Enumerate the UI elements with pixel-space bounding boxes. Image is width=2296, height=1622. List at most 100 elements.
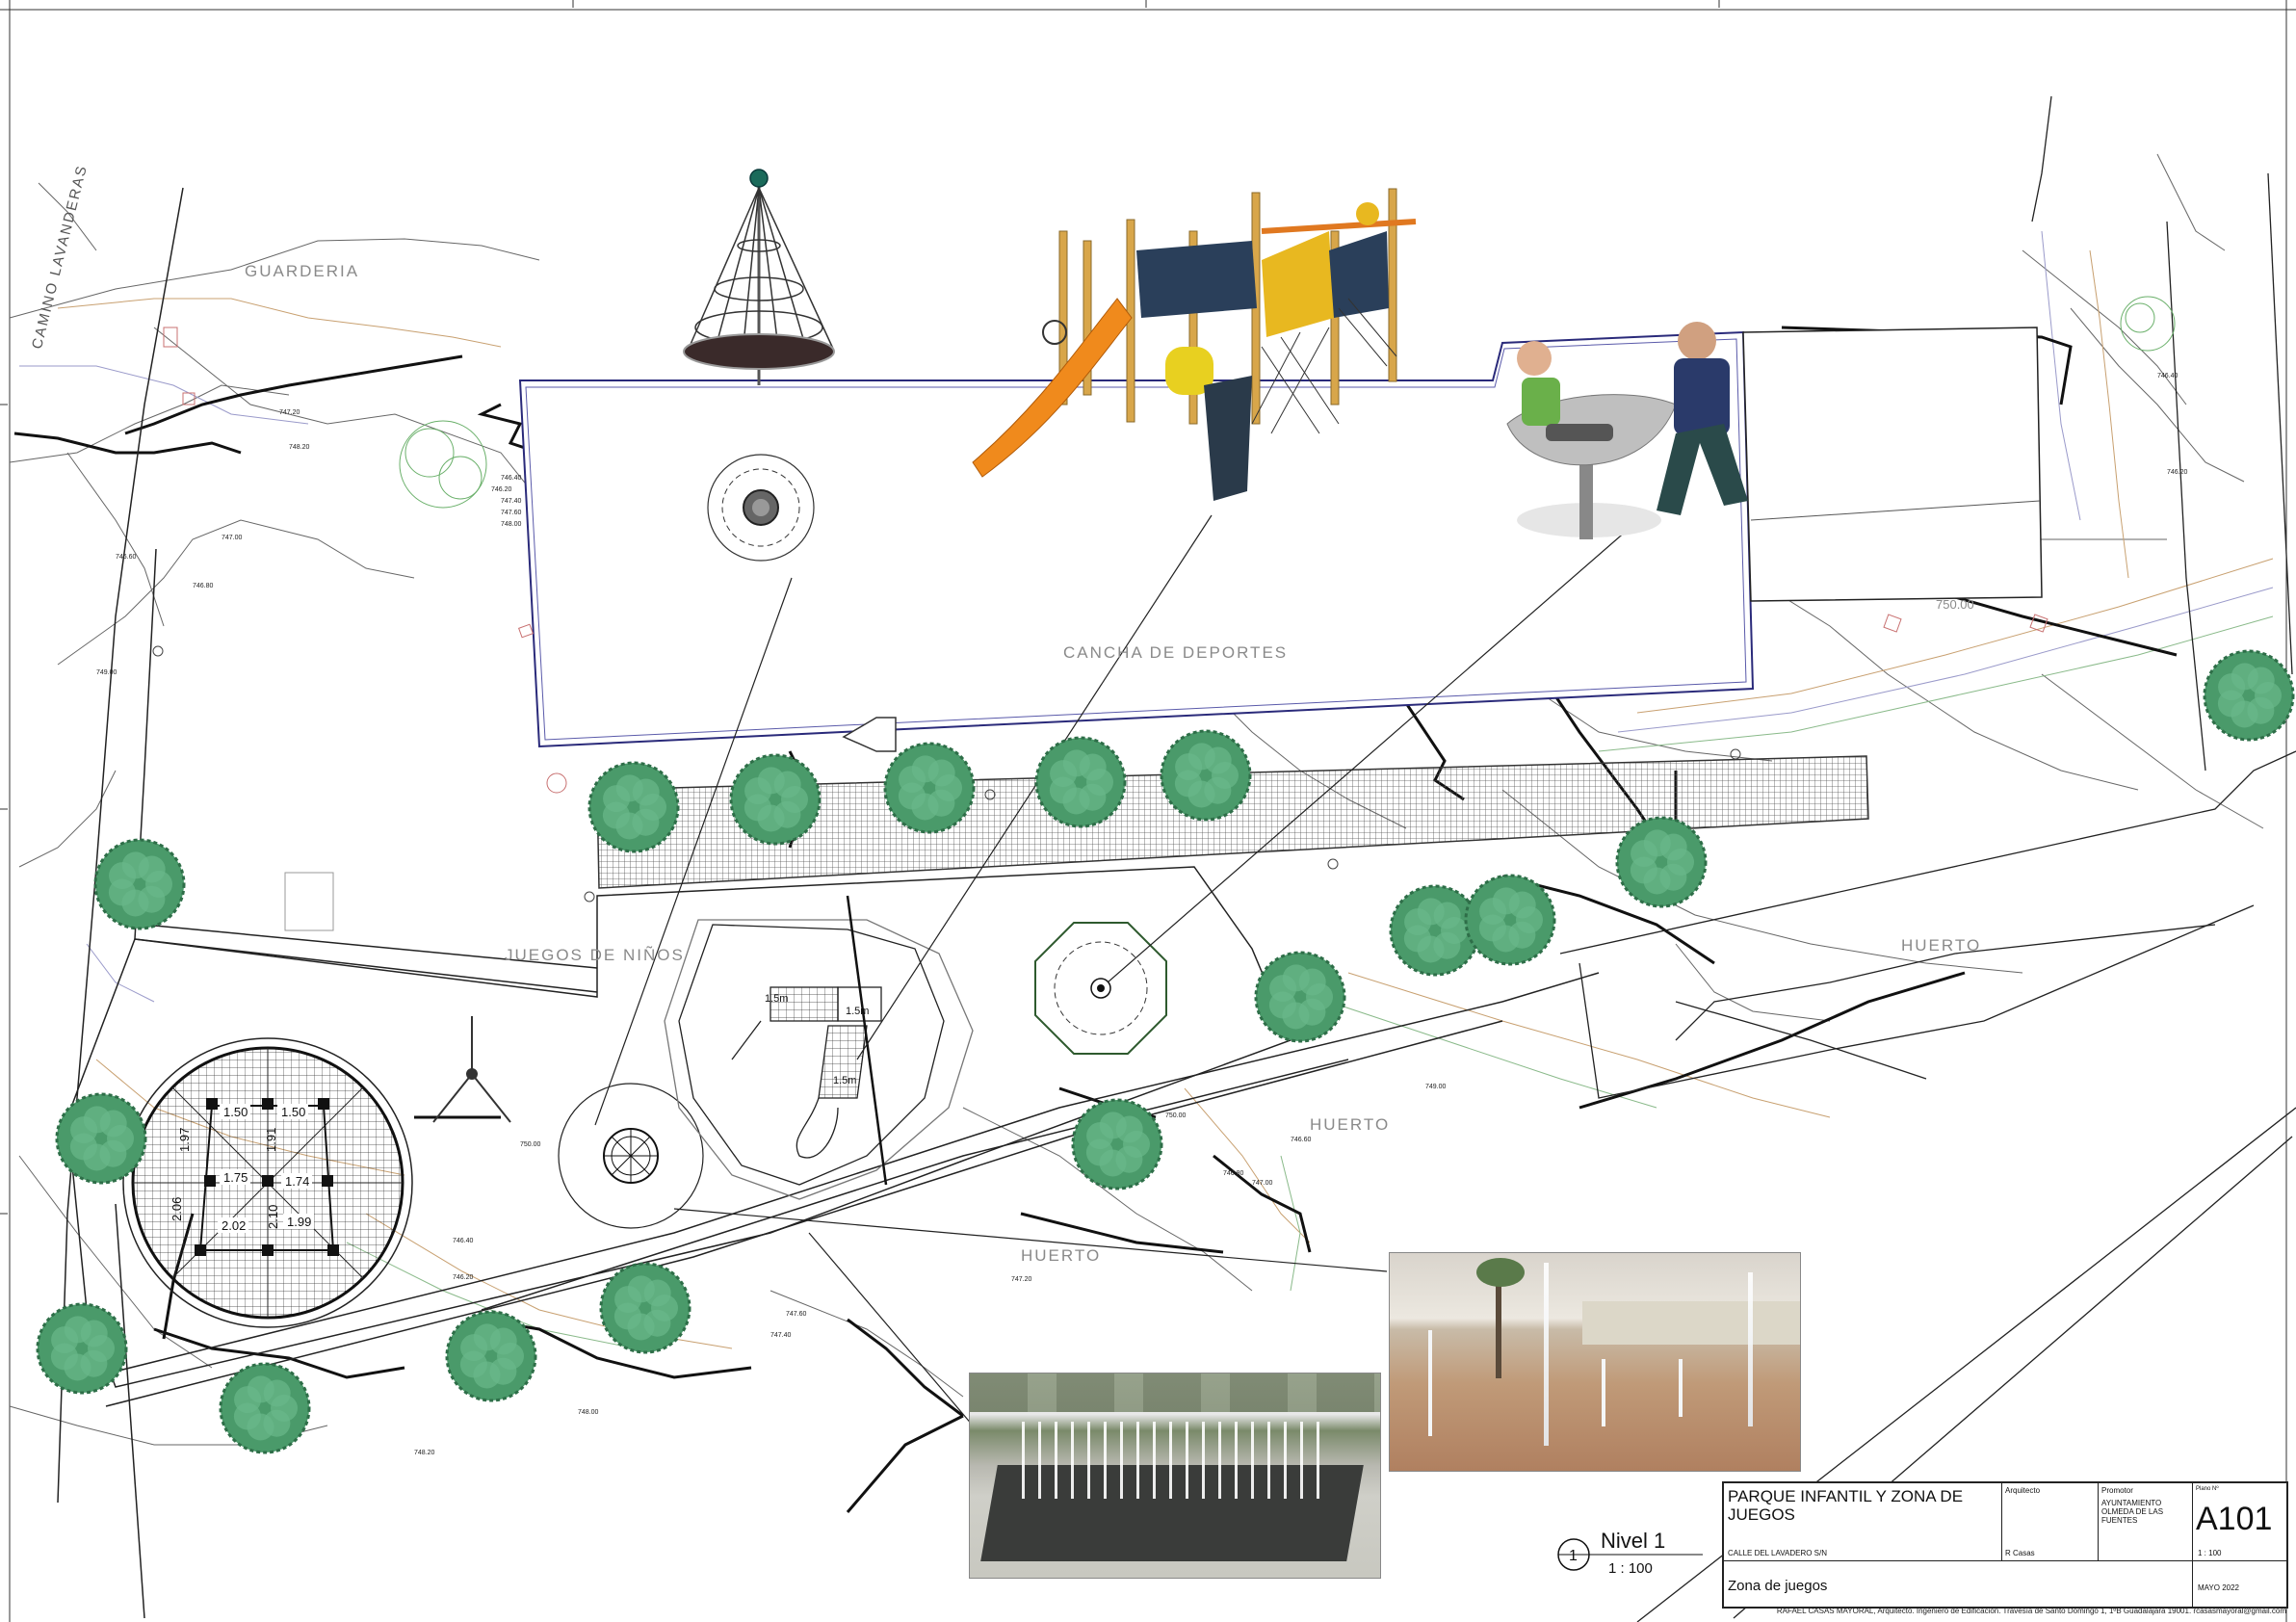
contour-label: 750.00 <box>520 1141 541 1148</box>
tree-trunk <box>1496 1277 1501 1378</box>
contour-label: 748.00 <box>578 1409 599 1416</box>
site-lines <box>9 153 2264 1446</box>
wall <box>1582 1301 1800 1345</box>
dim-label: 1.50 <box>281 1105 305 1119</box>
tree-symbol <box>93 838 186 930</box>
sheet-name: Zona de juegos <box>1728 1578 1828 1594</box>
sports-court <box>518 327 2043 748</box>
jet <box>1602 1359 1605 1426</box>
promoter-label: Promotor <box>2101 1486 2133 1495</box>
contour-label: 750.00 <box>1165 1112 1187 1119</box>
site-symbols <box>152 327 2048 931</box>
tree-symbol <box>883 742 976 834</box>
sheet-date: MAYO 2022 <box>2198 1583 2239 1592</box>
trees <box>970 1373 1380 1412</box>
contour-label: 747.40 <box>501 498 522 505</box>
contour-label: 746.40 <box>501 475 522 482</box>
dim-label: 2.02 <box>222 1218 246 1233</box>
slide-plan <box>664 895 974 1200</box>
sheet-number: A101 <box>2196 1501 2273 1537</box>
contour-label: 747.00 <box>222 535 243 541</box>
view-name: Nivel 1 <box>1601 1529 1665 1553</box>
dim-label: 1.5m <box>833 1075 856 1086</box>
tree-symbol <box>1389 884 1481 977</box>
view-marker-number: 1 <box>1569 1548 1578 1564</box>
play-structure-illustration <box>972 188 1417 501</box>
contour-label: 746.20 <box>2167 469 2188 476</box>
view-marker <box>1557 1538 1703 1571</box>
spinner-symbol <box>432 1016 511 1123</box>
tree-symbol <box>729 753 822 846</box>
jet <box>1679 1359 1683 1417</box>
project-title: PARQUE INFANTIL Y ZONA DE JUEGOS <box>1728 1487 1964 1524</box>
net-dimensions: 1.50 1.50 1.97 1.91 1.75 1.74 2.06 2.10 … <box>170 1104 314 1233</box>
sheet-scale: 1 : 100 <box>2198 1549 2222 1557</box>
tree-symbol <box>219 1362 311 1454</box>
label-juegos: JUEGOS DE NIÑOS <box>505 946 685 964</box>
dim-label: 1.50 <box>223 1105 248 1119</box>
tree-symbol <box>445 1310 537 1402</box>
jet <box>1748 1272 1753 1426</box>
tree-symbol <box>55 1092 147 1185</box>
dim-label: 1.5m <box>846 1006 869 1017</box>
jets <box>1008 1422 1326 1499</box>
dim-label: 1.97 <box>177 1128 192 1152</box>
contour-label: 747.40 <box>770 1332 792 1339</box>
contour-label: 748.20 <box>289 444 310 451</box>
contour-label: 747.60 <box>786 1311 807 1318</box>
tree-symbol <box>2203 649 2295 742</box>
contour-label: 746.20 <box>491 486 512 493</box>
tree-crown <box>1476 1258 1525 1287</box>
contour-label: 746.40 <box>453 1238 474 1244</box>
architect-name: R Casas <box>2005 1549 2035 1557</box>
promoter-name: AYUNTAMIENTO OLMEDA DE LAS FUENTES <box>2101 1499 2164 1525</box>
jet <box>1428 1330 1432 1436</box>
contour-label: 748.00 <box>501 521 522 528</box>
tree-symbol <box>1615 816 1708 908</box>
contour-label: 747.60 <box>501 510 522 516</box>
diagonal-paths <box>91 972 1600 1407</box>
tree-symbol <box>36 1302 128 1395</box>
slide-dimensions: 1.5m 1.5m 1.5m <box>765 993 869 1086</box>
contour-label: 746.20 <box>453 1274 474 1281</box>
rope-cone-illustration <box>683 169 835 385</box>
project-address: CALLE DEL LAVADERO S/N <box>1728 1549 1827 1557</box>
label-huerto-south: HUERTO <box>1021 1246 1102 1265</box>
leader-lines <box>594 514 1629 1426</box>
rotating-seat-plan <box>707 454 815 562</box>
dim-label: 2.06 <box>170 1197 184 1221</box>
tree-symbol <box>1071 1098 1163 1190</box>
contour-label: 747.00 <box>1252 1180 1273 1187</box>
label-contour-750: 750.00 <box>1936 597 1974 612</box>
contour-label: 749.00 <box>96 669 117 676</box>
contour-label: 746.60 <box>116 554 137 561</box>
label-huerto-east: HUERTO <box>1901 936 1982 955</box>
contour-labels: 746.40 746.20 747.40 747.60 748.00 748.20 747.… <box>96 373 2188 1456</box>
fountain-photo-1 <box>1389 1252 1801 1472</box>
dim-label: 1.74 <box>285 1174 309 1189</box>
view-scale: 1 : 100 <box>1608 1560 1653 1577</box>
contour-label: 746.40 <box>2157 373 2179 379</box>
dim-label: 1.5m <box>765 993 788 1005</box>
jet <box>1544 1263 1549 1446</box>
label-huerto-mid: HUERTO <box>1310 1115 1391 1134</box>
tree-symbol <box>1254 951 1346 1043</box>
tree-symbol <box>1034 736 1127 828</box>
contour-label: 747.20 <box>1011 1276 1032 1283</box>
tree-symbol <box>1160 729 1252 822</box>
dim-label: 1.99 <box>287 1215 311 1229</box>
sketch-tree <box>399 296 2176 509</box>
tree-symbol <box>587 761 680 853</box>
climbing-net-plan <box>122 1037 413 1328</box>
contour-label: 747.20 <box>279 409 300 416</box>
tree-symbol <box>1464 874 1556 966</box>
label-guarderia: GUARDERIA <box>245 262 360 280</box>
dim-label: 1.91 <box>264 1128 278 1152</box>
title-block: PARQUE INFANTIL Y ZONA DE JUEGOS CALLE D… <box>1722 1481 2288 1609</box>
trees <box>36 649 2295 1454</box>
dim-label: 1.75 <box>223 1170 248 1185</box>
fountain-photo-2 <box>969 1373 1381 1579</box>
octagon-spinner-plan <box>1034 922 1167 1055</box>
